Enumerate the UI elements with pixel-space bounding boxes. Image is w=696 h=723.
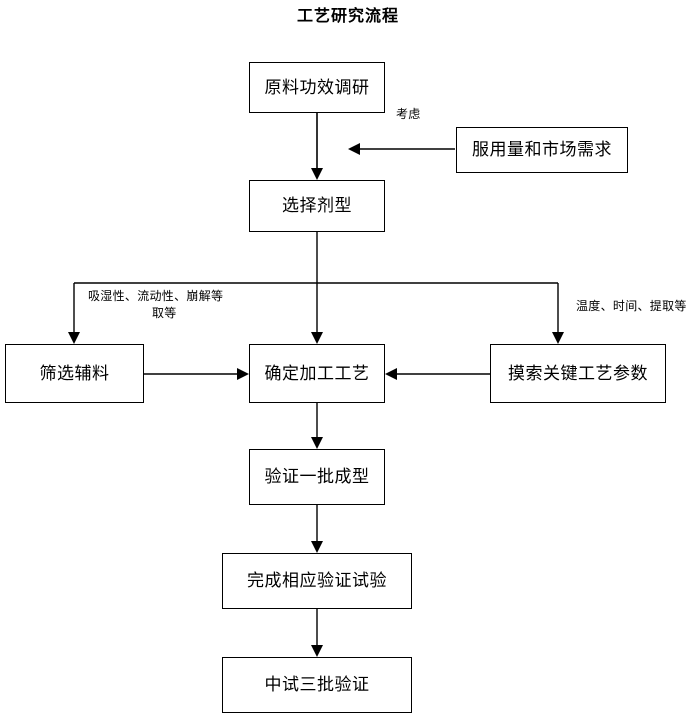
page-title: 工艺研究流程 bbox=[296, 6, 399, 25]
edge-n8-to-n9 bbox=[311, 609, 323, 657]
edge-label-consider: 考虑 bbox=[396, 107, 421, 121]
edge-n5-to-n7 bbox=[311, 403, 323, 449]
edge-n1-to-n3 bbox=[311, 113, 323, 180]
edge-label-excipient-properties-line2: 取等 bbox=[152, 306, 177, 320]
edge-n6-to-n5 bbox=[385, 368, 490, 380]
edge-label-process-parameters: 温度、时间、提取等 bbox=[576, 299, 687, 313]
node-explore-key-parameters[interactable]: 摸索关键工艺参数 bbox=[490, 344, 666, 403]
node-dosage-and-market-demand[interactable]: 服用量和市场需求 bbox=[456, 127, 628, 173]
node-pilot-three-batch-validation[interactable]: 中试三批验证 bbox=[222, 657, 412, 713]
node-determine-process[interactable]: 确定加工工艺 bbox=[249, 344, 385, 403]
edge-n4-to-n5 bbox=[144, 368, 249, 380]
node-select-dosage-form[interactable]: 选择剂型 bbox=[249, 180, 385, 232]
edge-label-excipient-properties: 吸湿性、流动性、崩解等 bbox=[88, 289, 224, 303]
node-complete-validation-tests[interactable]: 完成相应验证试验 bbox=[222, 553, 412, 609]
edge-n7-to-n8 bbox=[311, 505, 323, 553]
edge-n2-to-main bbox=[348, 143, 455, 155]
node-screen-excipients[interactable]: 筛选辅料 bbox=[5, 344, 144, 403]
node-verify-one-batch-forming[interactable]: 验证一批成型 bbox=[249, 449, 385, 505]
node-raw-material-efficacy-research[interactable]: 原料功效调研 bbox=[249, 62, 385, 113]
edge-n3-trunk bbox=[68, 232, 564, 344]
